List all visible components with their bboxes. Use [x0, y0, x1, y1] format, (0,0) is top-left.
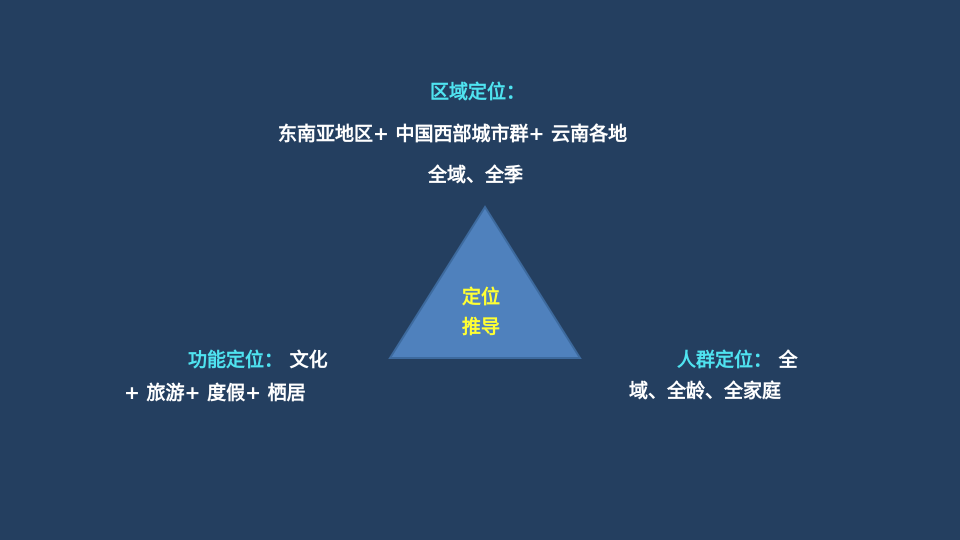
- region-heading: 区域定位：: [430, 81, 526, 103]
- triangle-label-1: 定位: [462, 286, 501, 308]
- crowd-line-1: 人群定位： 全: [677, 345, 798, 372]
- function-line-2: + 旅游+ 度假+ 栖居: [124, 382, 306, 404]
- region-line-2: 全域、全季: [428, 164, 524, 186]
- triangle-shape: [388, 205, 582, 359]
- function-line-1-rest: 文化: [283, 349, 328, 371]
- region-line-1: 东南亚地区+ 中国西部城市群+ 云南各地: [278, 123, 628, 145]
- function-line-1: 功能定位： 文化: [188, 345, 328, 372]
- crowd-line-2: 域、全龄、全家庭: [629, 380, 782, 402]
- function-heading: 功能定位：: [188, 349, 284, 371]
- crowd-line-1-rest: 全: [772, 349, 798, 371]
- triangle-label-2: 推导: [462, 316, 501, 338]
- crowd-heading: 人群定位：: [677, 349, 773, 371]
